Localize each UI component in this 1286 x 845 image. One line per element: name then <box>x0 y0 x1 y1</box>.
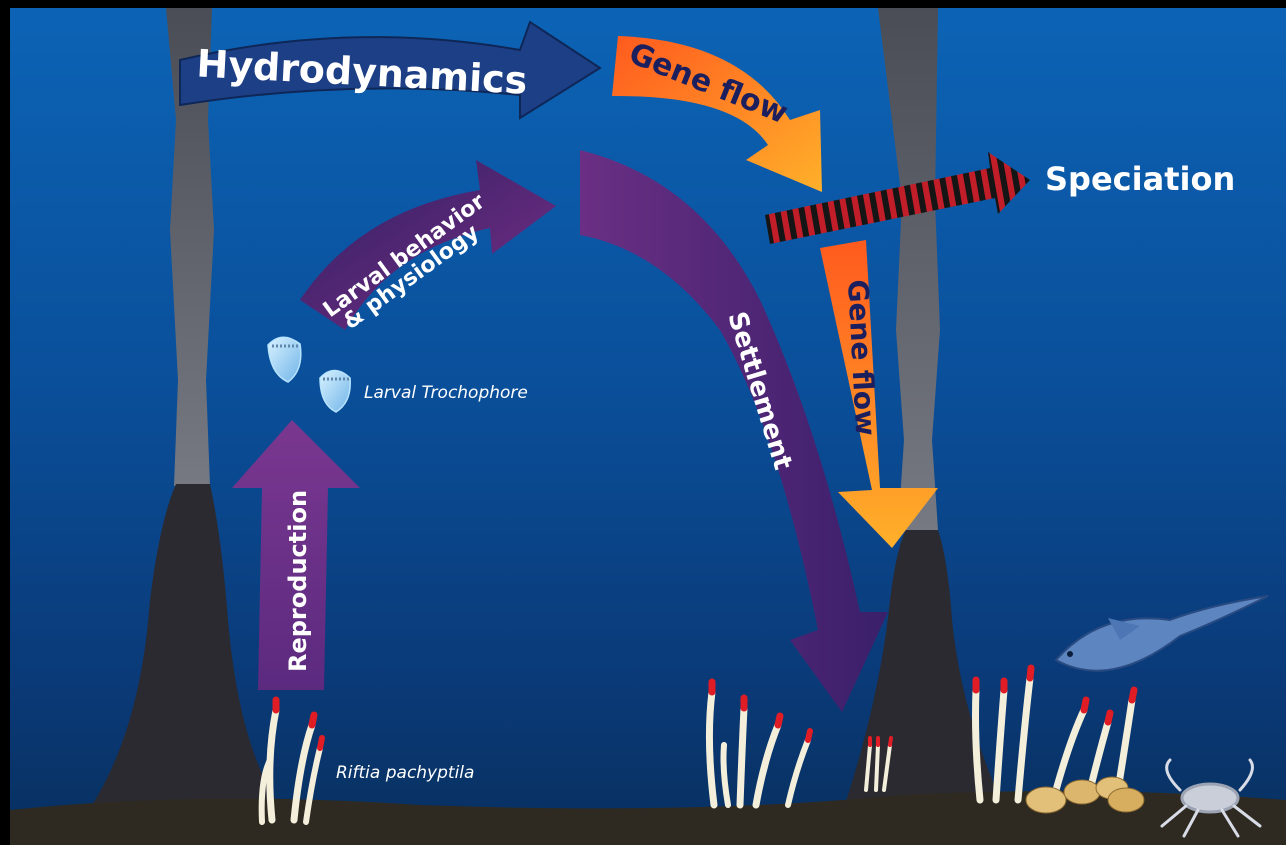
riftia-label: Riftia pachyptila <box>336 763 474 783</box>
reproduction-label: Reproduction <box>284 490 312 672</box>
larval-trochophore-label: Larval Trochophore <box>364 383 528 403</box>
speciation-label: Speciation <box>1045 160 1235 198</box>
